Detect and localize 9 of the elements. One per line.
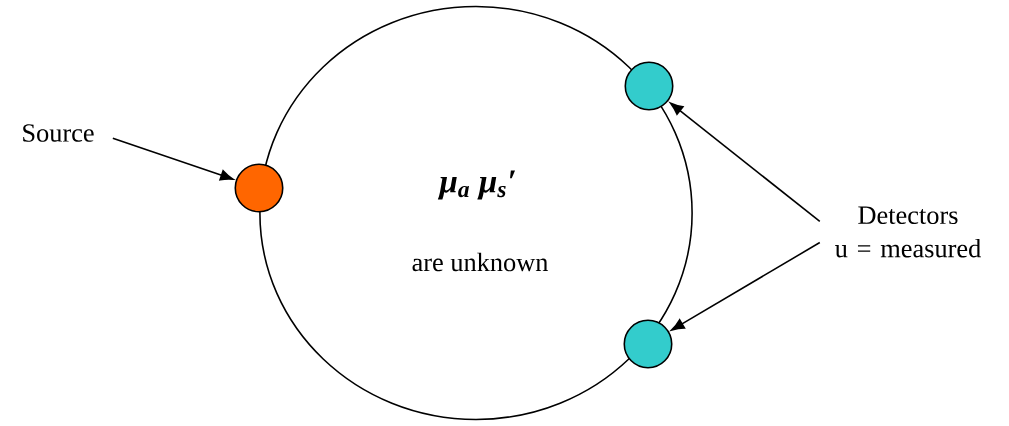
arrow	[112, 137, 234, 181]
text-label: Detectors u = measured	[835, 206, 981, 258]
text-label: Source	[23, 124, 94, 142]
circle-marker	[623, 319, 673, 369]
circle-marker	[624, 61, 674, 111]
arrow	[669, 102, 821, 223]
circle-marker	[234, 163, 284, 213]
arrow	[671, 241, 821, 331]
ellipse-region: μ$_{a}$ μ$_{s}$′ are unknown	[259, 5, 693, 421]
